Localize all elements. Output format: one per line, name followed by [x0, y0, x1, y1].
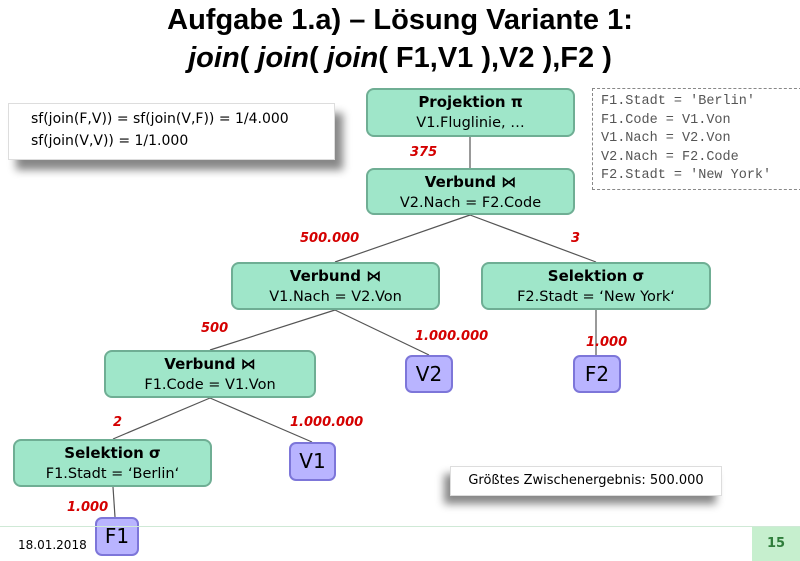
edge — [469, 214, 597, 263]
cardinality-label: 1.000.000 — [415, 329, 489, 344]
relation-f2: F2 — [573, 355, 621, 393]
cardinality-label: 1.000 — [67, 500, 109, 515]
cardinality-label: 3 — [571, 231, 581, 246]
result-box: Größtes Zwischenergebnis: 500.000 — [450, 466, 722, 496]
slide-subtitle: join( join( join( F1,V1 ),V2 ),F2 ) — [188, 42, 612, 74]
edge — [112, 397, 211, 440]
edge — [209, 309, 336, 351]
edge — [209, 397, 313, 443]
edge — [334, 214, 471, 263]
cardinality-label: 1.000.000 — [290, 415, 364, 430]
cardinality-label: 375 — [410, 145, 438, 160]
node-verbund-mid: Verbund ⋈V1.Nach = V2.Von — [231, 262, 440, 310]
cardinality-label: 1.000 — [586, 335, 628, 350]
footer-date: 18.01.2018 — [18, 538, 87, 552]
node-verbund-low: Verbund ⋈F1.Code = V1.Von — [104, 350, 316, 398]
cardinality-label: 2 — [113, 415, 123, 430]
cardinality-label: 500 — [201, 321, 229, 336]
edge — [112, 486, 116, 518]
node-verbund-top: Verbund ⋈V2.Nach = F2.Code — [366, 168, 575, 215]
relation-v2: V2 — [405, 355, 453, 393]
slide-title: Aufgabe 1.a) – Lösung Variante 1: — [167, 4, 633, 36]
edge — [334, 309, 430, 356]
relation-f1: F1 — [95, 517, 139, 556]
relation-v1: V1 — [289, 442, 336, 481]
cardinality-label: 500.000 — [300, 231, 360, 246]
footer-divider — [0, 526, 800, 527]
page-number: 15 — [752, 527, 800, 561]
